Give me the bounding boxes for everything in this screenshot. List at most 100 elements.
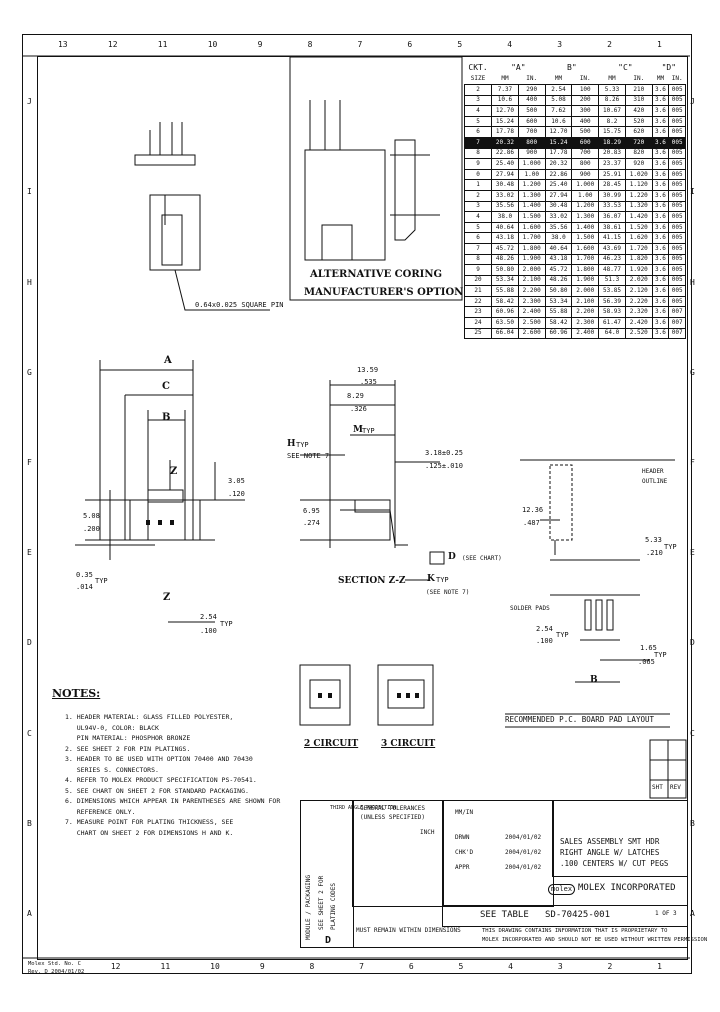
chart-cell: 1.700 <box>517 232 546 244</box>
zone-label: 1 <box>657 40 662 49</box>
chart-cell: 6 <box>463 232 493 244</box>
chart-cell: 28.45 <box>598 179 626 191</box>
notes-title: NOTES: <box>52 687 101 700</box>
chart-cell: 1.200 <box>517 179 546 191</box>
chart-cell: 2.400 <box>517 306 546 319</box>
chart-cell: 27.94 <box>544 189 573 202</box>
chart-cell: 820 <box>624 147 653 160</box>
title-block-doc-row <box>442 905 688 927</box>
chart-cell: 210 <box>624 84 653 96</box>
chart-header-cell: B" <box>567 62 577 72</box>
circuit-3-label: 3 CIRCUIT <box>381 739 436 749</box>
unless-specified: (UNLESS SPECIFIED) <box>360 814 426 821</box>
dim-254-right: 2.54 <box>536 625 553 633</box>
third-angle-label: THIRD ANGLE PROJECTION <box>330 805 397 811</box>
chart-cell: 2.120 <box>624 285 653 297</box>
chart-cell: 3.6 <box>651 105 670 117</box>
chart-cell: 12.70 <box>491 105 519 117</box>
footer-std: Molex Std. No. C <box>28 961 81 967</box>
module-packaging-vertical: MODULE / PACKAGING <box>305 874 312 940</box>
chart-cell: 1.200 <box>571 200 600 213</box>
zone-label: C <box>690 728 695 738</box>
chart-cell: 005 <box>668 295 686 308</box>
chart-cell: 55.88 <box>544 306 573 319</box>
chart-cell: 2.520 <box>624 327 653 340</box>
pcb-layout-label: RECOMMENDED P.C. BOARD PAD LAYOUT <box>505 715 655 724</box>
chart-cell: 007 <box>668 327 686 340</box>
chart-cell: 2.500 <box>517 317 546 329</box>
chart-cell: 900 <box>571 168 600 181</box>
chart-cell: 30.99 <box>598 189 626 202</box>
chart-cell: 22 <box>463 295 493 308</box>
chart-cell: 58.42 <box>544 317 573 329</box>
chart-cell: 1.600 <box>517 221 546 234</box>
chart-cell: 7 <box>463 136 493 149</box>
zone-label: 10 <box>210 962 220 971</box>
dim-200: .200 <box>83 525 100 533</box>
chart-cell: 10.67 <box>598 105 626 117</box>
circuit-2-label: 2 CIRCUIT <box>304 739 359 749</box>
chart-cell: 40.64 <box>491 221 519 234</box>
chart-cell: 63.50 <box>491 317 519 329</box>
zone-label: B <box>27 818 32 828</box>
checked-label: CHK'D <box>455 849 474 856</box>
chart-subheader-cell: MM <box>608 74 616 82</box>
title-line-3: .100 CENTERS W/ CUT PEGS <box>560 859 669 868</box>
chart-cell: 43.69 <box>598 242 626 255</box>
zone-label: 13 <box>57 40 68 49</box>
zone-label: 7 <box>357 40 363 49</box>
chart-cell: 43.18 <box>544 253 573 266</box>
chart-cell: 005 <box>668 242 686 255</box>
zone-label: 6 <box>408 962 414 971</box>
made-within: MUST REMAIN WITHIN DIMENSIONS <box>356 927 461 934</box>
chart-cell: 520 <box>624 115 653 128</box>
zone-label: 12 <box>110 962 121 971</box>
document-number: SD-70425-001 <box>545 910 611 920</box>
zone-label: H <box>27 277 32 287</box>
chart-cell: 005 <box>668 189 686 202</box>
approved-label: APPR <box>455 864 470 871</box>
chart-cell: 005 <box>668 136 686 149</box>
zone-label: 3 <box>557 40 563 49</box>
chart-cell: 400 <box>571 115 600 128</box>
chart-cell: 50.80 <box>544 285 573 297</box>
chart-cell: 18.29 <box>598 136 626 149</box>
chart-cell: 200 <box>571 94 600 107</box>
chart-cell: 41.15 <box>598 232 626 244</box>
title-line-1: SALES ASSEMBLY SMT HDR <box>560 837 660 846</box>
chart-cell: 33.02 <box>491 189 519 202</box>
chart-cell: 30.48 <box>491 179 519 191</box>
chart-cell: 58.42 <box>491 295 519 308</box>
chart-cell: 1.000 <box>517 158 546 170</box>
chart-cell: 3.6 <box>651 221 670 234</box>
chart-cell: 1.700 <box>571 253 600 266</box>
chart-cell: 22.86 <box>491 147 519 160</box>
chart-cell: 1.320 <box>624 200 653 213</box>
chart-cell: 23.37 <box>598 158 626 170</box>
chart-cell: 3.6 <box>651 115 670 128</box>
chart-cell: 1.020 <box>624 168 653 181</box>
chart-cell: 33.53 <box>598 200 626 213</box>
chart-cell: 005 <box>668 211 686 223</box>
title-block-tolerance <box>352 800 444 907</box>
zone-label: 4 <box>508 962 513 971</box>
typ-label-3: TYP <box>664 543 677 551</box>
chart-cell: 007 <box>668 317 686 329</box>
chart-cell: 1.000 <box>571 179 600 191</box>
chart-cell: 920 <box>624 158 653 170</box>
chart-cell: 1.300 <box>517 189 546 202</box>
chart-cell: 005 <box>668 94 686 107</box>
chart-cell: 60.96 <box>544 327 573 340</box>
chart-cell: 005 <box>668 285 686 297</box>
chart-cell: 38.0 <box>544 232 573 244</box>
dim-h-label: H <box>287 439 296 449</box>
chart-cell: 900 <box>517 147 546 160</box>
chart-cell: 8 <box>463 253 493 266</box>
